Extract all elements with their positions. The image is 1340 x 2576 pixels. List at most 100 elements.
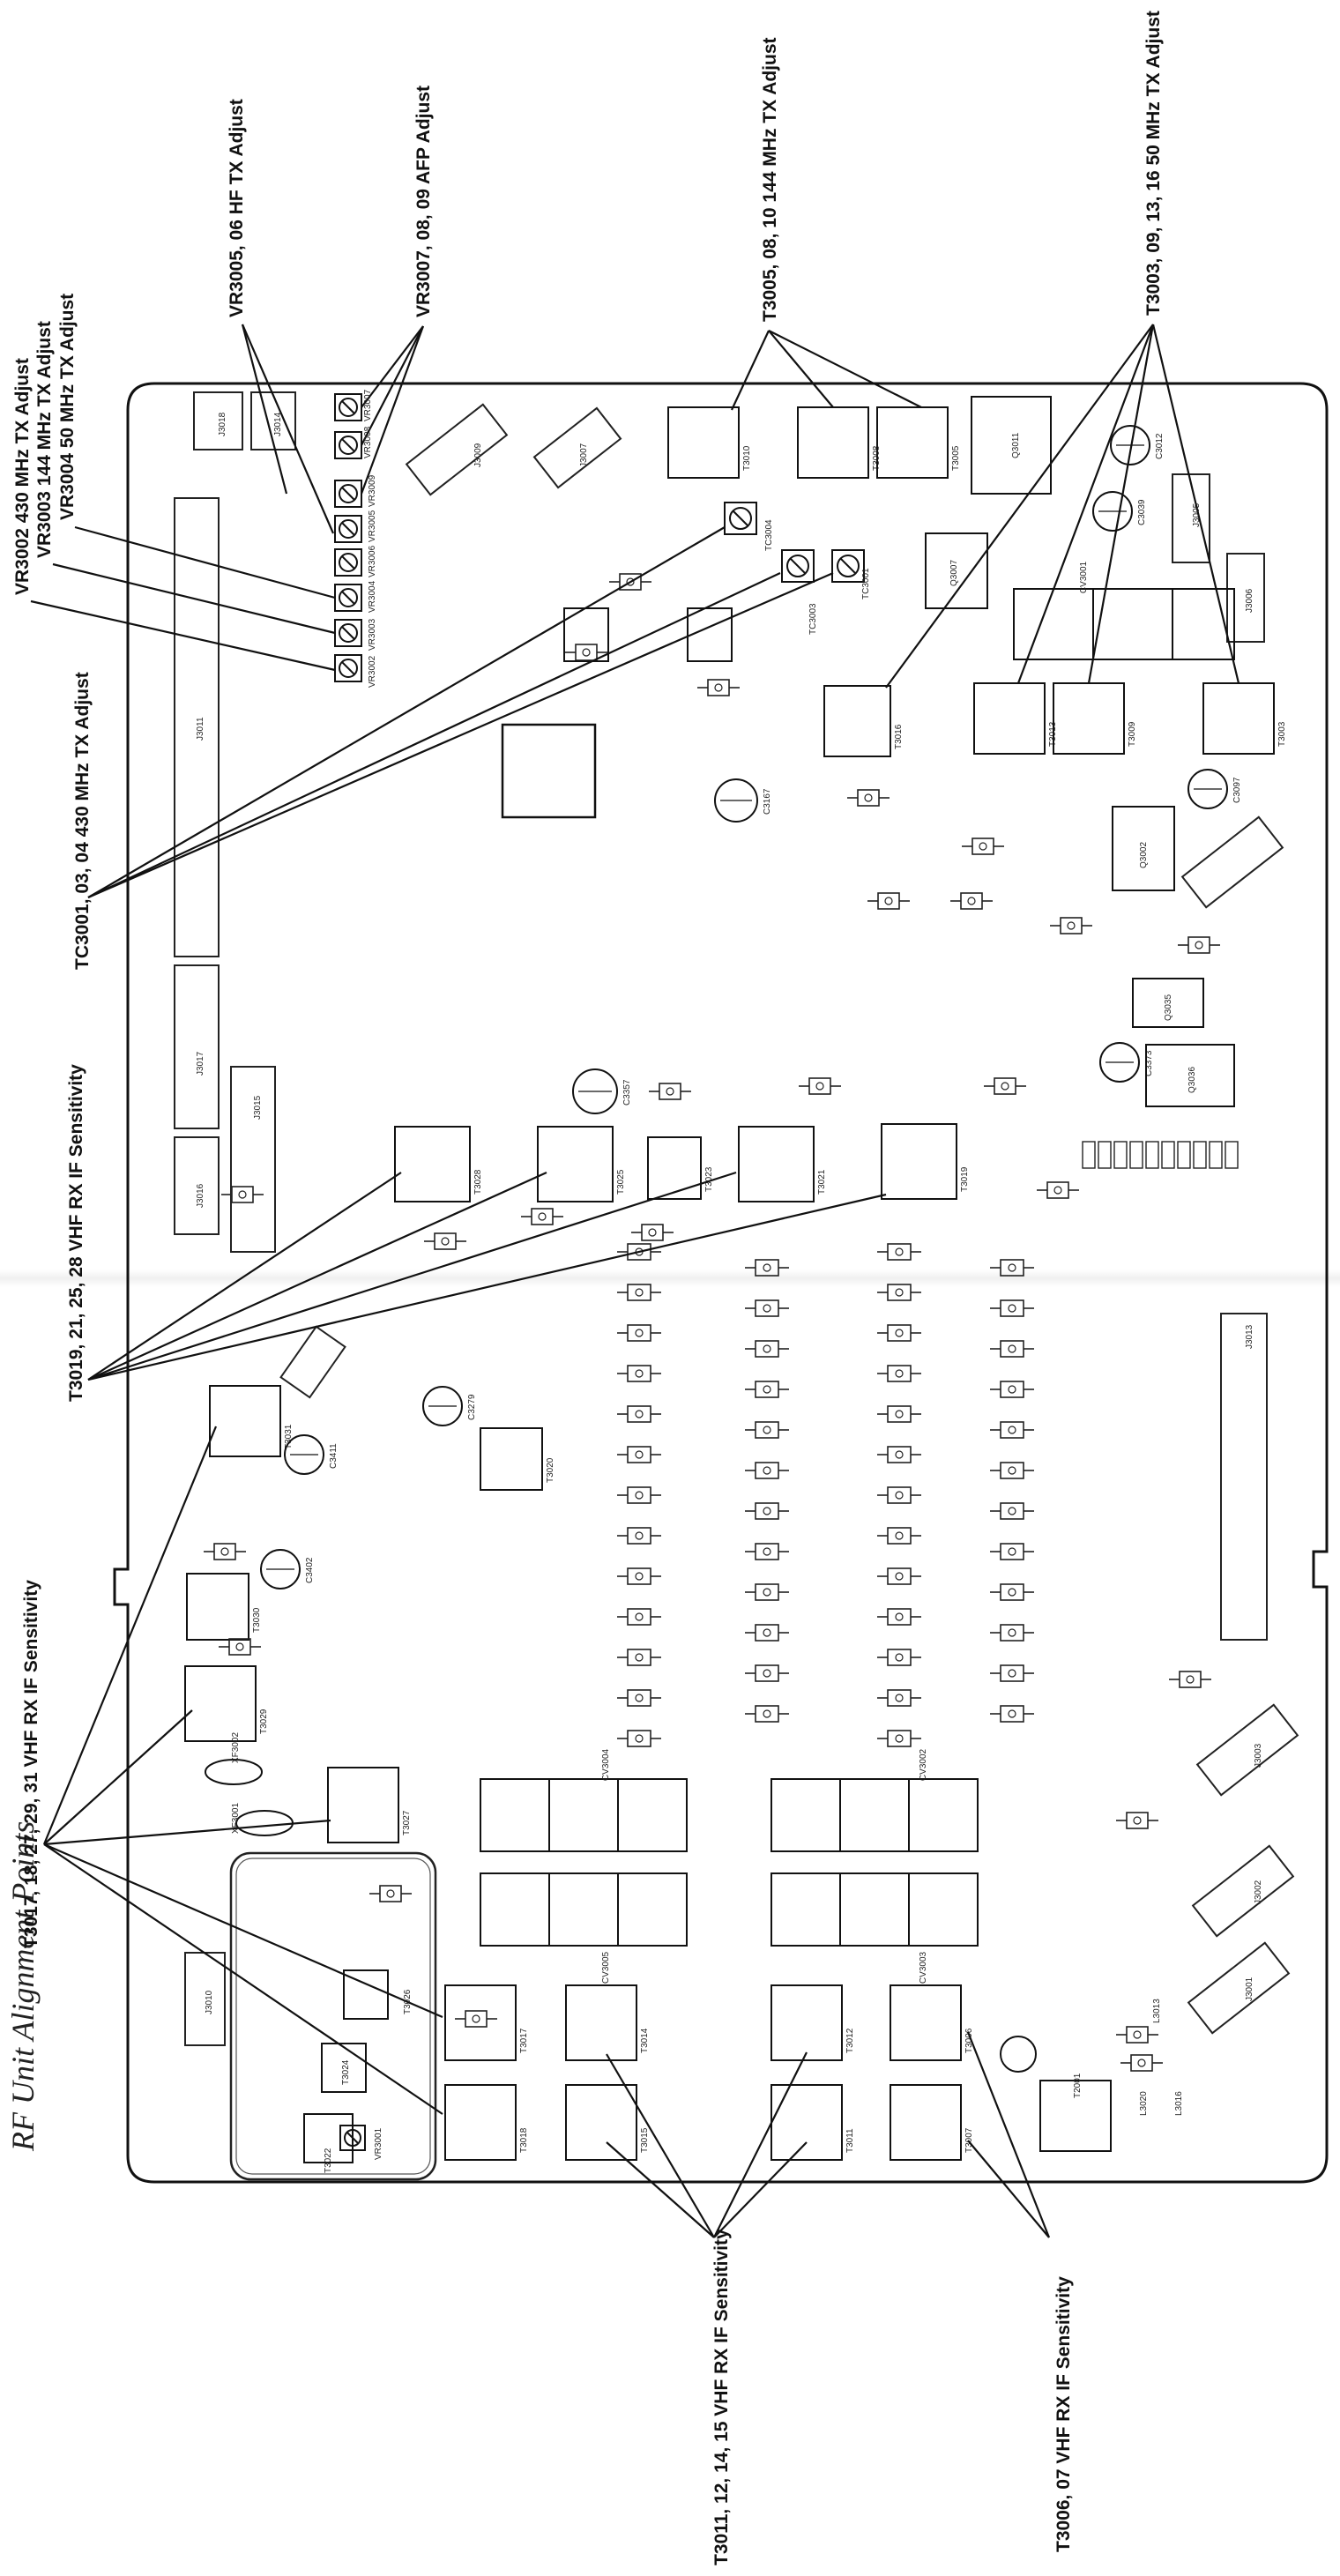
small-part [990,1340,1034,1358]
small-part [990,1583,1034,1601]
ref-t3027: T3027 [402,1810,412,1835]
small-part [990,1705,1034,1723]
board-outline [113,382,1329,2184]
page-fold [0,1269,1340,1287]
small-part [984,1077,1026,1095]
ref-t3026: T3026 [403,1989,413,2014]
diode-footprint [1177,1141,1191,1169]
ref-cv3005: CV3005 [601,1951,611,1984]
callout-labels: VR3002 430 MHz TX Adjust VR3003 144 MHz … [12,11,1164,2565]
small-part [617,1527,661,1545]
diode-footprint [1225,1141,1239,1169]
small-part [877,1324,921,1342]
small-part [617,1365,661,1382]
reference-labels: VR3002VR3003VR3004VR3005VR3006VR3007VR30… [196,389,1263,2173]
diode-footprint [1129,1141,1143,1169]
transformer-t3031: T3031 [209,1385,294,1457]
tc-trimmers [724,502,865,583]
ref-vr3008: VR3008 [363,426,373,458]
small-part [745,1259,789,1277]
transformer-t3016: T3016 [823,685,904,757]
small-part [877,1486,921,1504]
ref-j3009: J3009 [473,443,483,467]
ref-t3016: T3016 [894,724,904,749]
transformer-t3028: T3028 [394,1126,483,1202]
ref-t3014: T3014 [640,2028,650,2053]
capacitor-c3411: C3411 [284,1434,339,1475]
ref-j3016: J3016 [196,1183,205,1208]
crystal-xf3002 [205,1759,263,1785]
small-part [369,1885,412,1902]
callout-t3006: T3006, 07 VHF RX IF Sensitivity [1053,2276,1074,2552]
small-part [697,679,740,696]
capacitor-c3012: C3012 [1110,425,1165,465]
transformer-t3027: T3027 [327,1767,412,1843]
diode-footprint [1098,1141,1112,1169]
connector-j3014-strip [174,497,220,957]
ref-j3007: J3007 [579,443,589,467]
ref-t3005: T3005 [951,445,961,471]
small-part [745,1381,789,1398]
capacitor-c3402: C3402 [260,1549,315,1590]
transformer-t3013: T3013 [973,682,1058,755]
small-part [455,2010,497,2028]
ref-j3018: J3018 [218,412,227,436]
transformer-t3003: T3003 [1202,682,1287,755]
crystal-xf3001 [235,1810,294,1836]
capacitor-c3373: C3373 [1099,1042,1154,1083]
capacitor-c3279: C3279 [422,1386,477,1426]
small-part [745,1421,789,1439]
callout-t3019: T3019, 21, 25, 28 VHF RX IF Sensitivity [66,1064,86,1402]
small-part [990,1664,1034,1682]
ref-c3097: C3097 [1232,777,1242,803]
connector-j3018-block [193,391,243,450]
small-part [1050,917,1092,934]
shield-region [229,1851,437,2181]
transformer-t2001 [1039,2080,1112,2152]
callout-t3017: T3017, 18, 27, 29, 31 VHF RX IF Sensitiv… [21,1580,41,1948]
transformer-t3005: T3005 [876,406,961,479]
small-part [1037,1181,1079,1199]
small-part [990,1462,1034,1479]
ref-j3015: J3015 [253,1095,263,1120]
small-part [877,1649,921,1666]
small-part [617,1284,661,1301]
small-part [745,1624,789,1642]
ref-t3007: T3007 [964,2127,974,2153]
ref-l3020: L3020 [1139,2091,1149,2116]
small-part [1120,2054,1163,2072]
ref-xf3002: XF3002 [231,1732,241,1763]
transformer-t3020: T3020 [480,1427,555,1491]
callout-vr3007: VR3007, 08, 09 AFP Adjust [413,86,434,317]
ref-c3373: C3373 [1144,1050,1154,1076]
transformer-t3018: T3018 [444,2084,529,2161]
ref-q3002: Q3002 [1139,842,1149,868]
small-part [990,1421,1034,1439]
small-part [990,1259,1034,1277]
small-part [1178,936,1220,954]
ref-c3279: C3279 [467,1394,477,1420]
ref-c3167: C3167 [763,788,772,815]
ref-t3018: T3018 [519,2127,529,2153]
small-part [877,1730,921,1747]
small-part [617,1486,661,1504]
transformer-t3030: T3030 [186,1573,262,1641]
capacitor-c3357: C3357 [572,1068,632,1114]
ref-vr3005: VR3005 [368,510,377,542]
leader-lines [30,324,1240,2238]
callout-vr3005: VR3005, 06 HF TX Adjust [227,99,247,317]
ref-c3012: C3012 [1155,433,1165,459]
ref-j3017: J3017 [196,1051,205,1076]
transformer-t3023: T3023 [647,1136,714,1200]
tilted-connectors [279,403,1299,2035]
small-part [745,1462,789,1479]
ref-xf3001: XF3001 [231,1803,241,1834]
small-part [745,1543,789,1560]
ref-j3001: J3001 [1245,1977,1254,2001]
ref-t3030: T3030 [252,1607,262,1633]
ref-q3007: Q3007 [949,560,959,586]
ref-t3029: T3029 [259,1709,269,1734]
transformer-t3014: T3014 [565,1984,650,2061]
